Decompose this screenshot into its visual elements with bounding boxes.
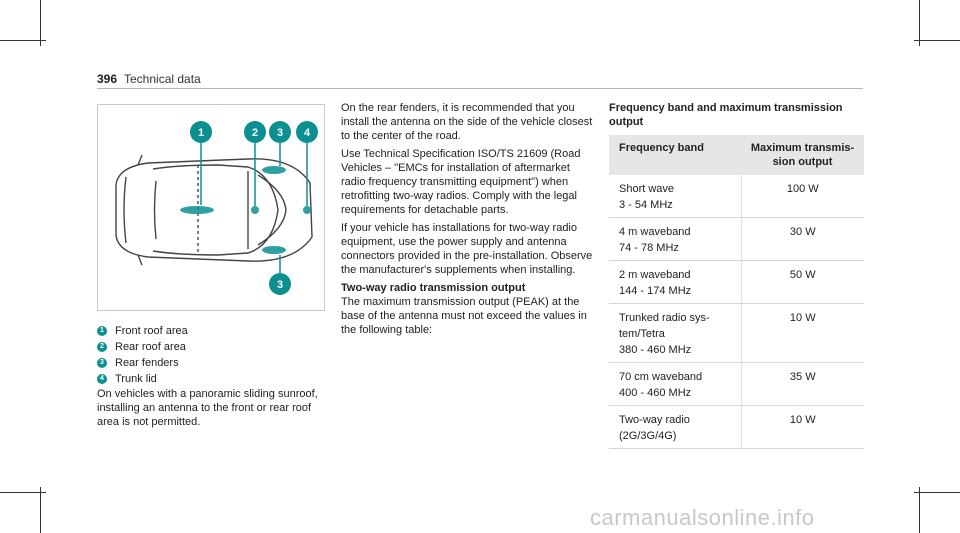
callout-3-lower: 3 bbox=[277, 279, 283, 291]
legend-badge: 2 bbox=[97, 342, 107, 352]
legend-badge: 3 bbox=[97, 358, 107, 368]
band-range: 74 - 78 MHz bbox=[619, 242, 679, 254]
legend-badge: 1 bbox=[97, 326, 107, 336]
crop-mark bbox=[914, 40, 960, 41]
iso-paragraph: Use Technical Specification ISO/TS 21609… bbox=[341, 148, 581, 216]
crop-mark bbox=[0, 40, 46, 41]
crop-mark bbox=[919, 0, 920, 46]
power-cell: 50 W bbox=[741, 260, 864, 304]
band-cell: 2 m waveband 144 - 174 MHz bbox=[609, 260, 742, 304]
band-range: 400 - 460 MHz bbox=[619, 387, 692, 399]
band-cell: 70 cm waveband 400 - 460 MHz bbox=[609, 362, 742, 406]
legend-badge: 4 bbox=[97, 374, 107, 384]
legend-label: Trunk lid bbox=[115, 373, 157, 385]
callout-3: 3 bbox=[277, 127, 283, 139]
header-rule bbox=[97, 88, 863, 89]
fender-paragraph: On the rear fenders, it is recommended t… bbox=[341, 102, 593, 142]
table-row: Short wave 3 - 54 MHz 100 W bbox=[609, 175, 864, 218]
section-title: Technical data bbox=[124, 72, 201, 86]
band-name: 4 m waveband bbox=[619, 226, 691, 238]
power-cell: 10 W bbox=[741, 405, 864, 449]
page-number: 396 bbox=[97, 72, 118, 86]
crop-mark bbox=[40, 0, 41, 46]
transmission-paragraph: The maximum transmission output (PEAK) a… bbox=[341, 296, 587, 336]
legend-label: Rear roof area bbox=[115, 341, 186, 353]
band-cell: Short wave 3 - 54 MHz bbox=[609, 175, 742, 218]
power-cell: 100 W bbox=[741, 175, 864, 218]
legend-item: 1 Front roof area bbox=[97, 323, 327, 339]
legend-item: 3 Rear fenders bbox=[97, 355, 327, 371]
band-name: 70 cm waveband bbox=[619, 371, 703, 383]
frequency-table: Frequency band Maximum transmis-sion out… bbox=[609, 135, 864, 449]
power-cell: 30 W bbox=[741, 217, 864, 261]
crop-mark bbox=[40, 487, 41, 533]
car-top-view-illustration: 1 2 3 4 3 bbox=[115, 121, 318, 295]
band-name: Two-way radio (2G/3G/4G) bbox=[619, 414, 690, 442]
column-header: Maximum transmis-sion output bbox=[741, 135, 864, 175]
table-header-row: Frequency band Maximum transmis-sion out… bbox=[609, 135, 864, 175]
antenna-text-column: On the rear fenders, it is recommended t… bbox=[341, 101, 597, 341]
crop-mark bbox=[914, 492, 960, 493]
band-name: Trunked radio sys-tem/Tetra bbox=[619, 312, 710, 340]
callout-1: 1 bbox=[198, 127, 204, 139]
transmission-heading: Two-way radio transmission output bbox=[341, 282, 526, 294]
table-row: 70 cm waveband 400 - 460 MHz 35 W bbox=[609, 362, 864, 406]
band-cell: Two-way radio (2G/3G/4G) bbox=[609, 405, 742, 449]
callout-4: 4 bbox=[304, 127, 311, 139]
legend-label: Front roof area bbox=[115, 325, 188, 337]
table-row: 2 m waveband 144 - 174 MHz 50 W bbox=[609, 260, 864, 304]
band-range: 3 - 54 MHz bbox=[619, 199, 673, 211]
legend-label: Rear fenders bbox=[115, 357, 179, 369]
column-header: Frequency band bbox=[609, 135, 741, 175]
table-title: Frequency band and maximum transmission … bbox=[609, 102, 843, 128]
car-antenna-figure: 1 2 3 4 3 bbox=[97, 104, 325, 311]
figure-legend: 1 Front roof area 2 Rear roof area 3 Rea… bbox=[97, 323, 327, 387]
crop-mark bbox=[919, 487, 920, 533]
table-row: Trunked radio sys-tem/Tetra 380 - 460 MHz… bbox=[609, 303, 864, 363]
power-cell: 10 W bbox=[741, 303, 864, 363]
band-name: 2 m waveband bbox=[619, 269, 691, 281]
installation-paragraph: If your vehicle has installations for tw… bbox=[341, 222, 593, 276]
legend-item: 2 Rear roof area bbox=[97, 339, 327, 355]
crop-mark bbox=[0, 492, 46, 493]
band-name: Short wave bbox=[619, 183, 675, 195]
callout-2: 2 bbox=[252, 127, 258, 139]
band-cell: 4 m waveband 74 - 78 MHz bbox=[609, 217, 742, 261]
sunroof-note: On vehicles with a panoramic sliding sun… bbox=[97, 388, 318, 428]
band-cell: Trunked radio sys-tem/Tetra 380 - 460 MHz bbox=[609, 303, 742, 363]
table-row: 4 m waveband 74 - 78 MHz 30 W bbox=[609, 217, 864, 261]
frequency-table-section: Frequency band and maximum transmission … bbox=[609, 101, 864, 449]
band-range: 144 - 174 MHz bbox=[619, 285, 692, 297]
legend-item: 4 Trunk lid bbox=[97, 371, 327, 387]
band-range: 380 - 460 MHz bbox=[619, 344, 692, 356]
watermark: carmanualsonline.info bbox=[590, 505, 815, 530]
power-cell: 35 W bbox=[741, 362, 864, 406]
table-row: Two-way radio (2G/3G/4G) 10 W bbox=[609, 405, 864, 449]
